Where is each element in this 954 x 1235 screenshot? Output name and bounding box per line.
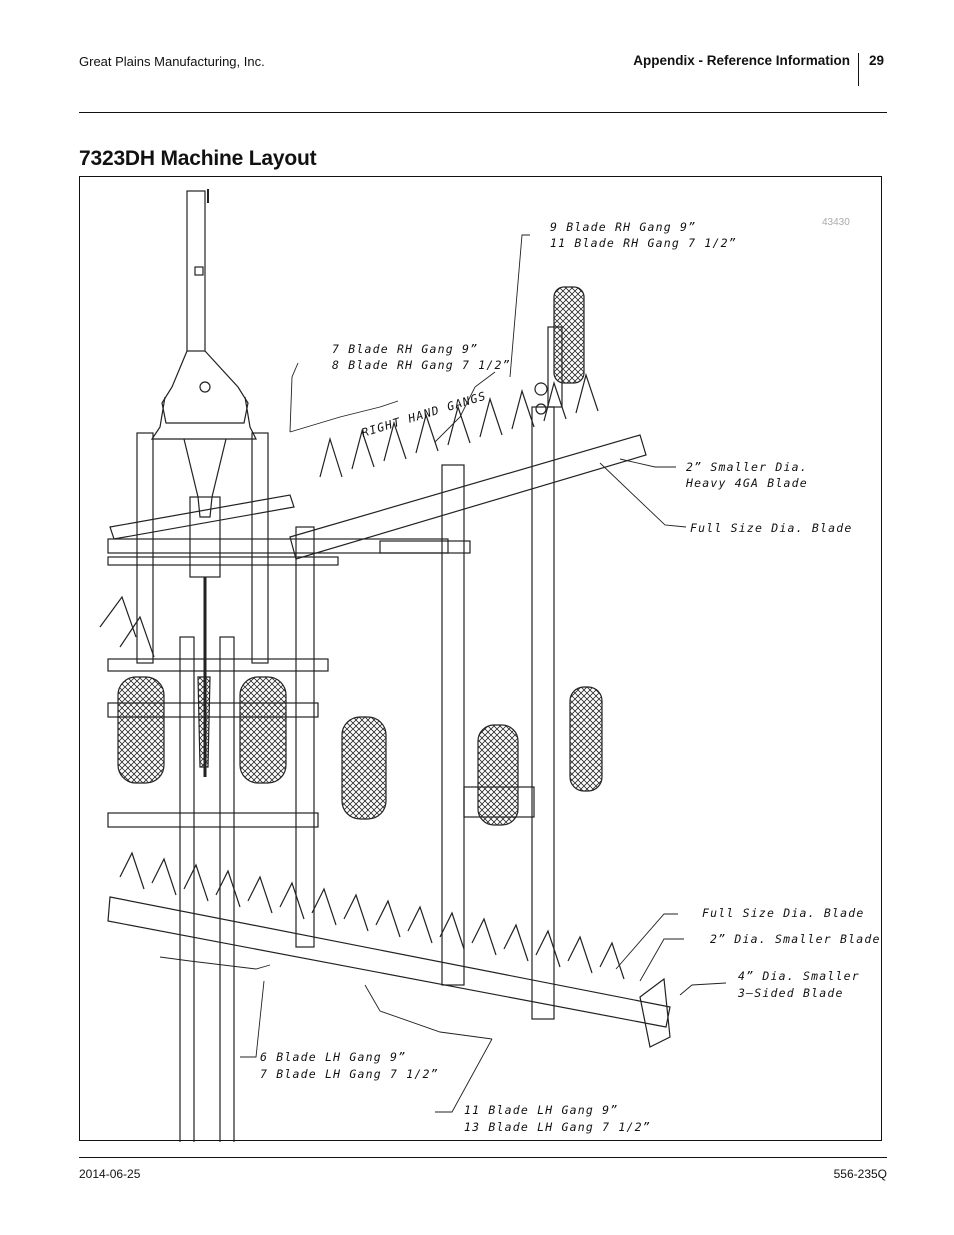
header-company: Great Plains Manufacturing, Inc. [79, 54, 265, 69]
header-rule [79, 112, 887, 113]
callout-lh-full-size: Full Size Dia. Blade [702, 906, 864, 920]
callout-lh-gang-outer-line2: 13 Blade LH Gang 7 1/2” [464, 1120, 651, 1134]
callout-rh-smaller-line1: 2” Smaller Dia. [686, 460, 808, 474]
callout-lh-smaller-4in-line1: 4” Dia. Smaller [738, 969, 860, 983]
callout-lh-gang-inner-line2: 7 Blade LH Gang 7 1/2” [260, 1067, 439, 1081]
right-wing-frame [441, 286, 603, 1020]
figure-number: 43430 [822, 217, 850, 228]
callout-lh-smaller-2in: 2” Dia. Smaller Blade [710, 932, 881, 946]
callout-lh-gang-inner-line1: 6 Blade LH Gang 9” [260, 1050, 406, 1064]
callout-rh-gang-inner-line1: 7 Blade RH Gang 9” [332, 342, 478, 356]
callout-rh-full-size: Full Size Dia. Blade [690, 521, 852, 535]
callout-lh-smaller-4in-line2: 3–Sided Blade [737, 986, 844, 1000]
header-section-title: Appendix - Reference Information [633, 53, 850, 68]
hitch-tongue [150, 189, 257, 518]
page-title: 7323DH Machine Layout [79, 147, 317, 170]
callout-rh-smaller-line2: Heavy 4GA Blade [685, 476, 808, 490]
callout-lh-gang-outer-line1: 11 Blade LH Gang 9” [464, 1103, 618, 1117]
footer-rule [79, 1157, 887, 1158]
callout-rh-gang-inner-line2: 8 Blade RH Gang 7 1/2” [332, 358, 511, 372]
machine-layout-drawing: 43430 RIGHT HAND GANGS 9 Blade RH Gang 9… [99, 189, 881, 1142]
machine-layout-figure: 43430 RIGHT HAND GANGS 9 Blade RH Gang 9… [79, 176, 882, 1142]
callout-rh-gang-outer-line1: 9 Blade RH Gang 9” [550, 220, 696, 234]
right-hand-gangs [99, 372, 647, 658]
callout-leaders [159, 234, 727, 1113]
center-wheels [117, 676, 387, 820]
right-hand-gangs-label: RIGHT HAND GANGS [360, 388, 488, 439]
header-separator [858, 53, 859, 86]
page-number: 29 [869, 53, 885, 68]
footer-date: 2014-06-25 [79, 1167, 141, 1181]
footer-doc-number: 556-235Q [833, 1167, 887, 1181]
left-hand-gangs [107, 851, 671, 1048]
main-crossbars [107, 538, 471, 828]
callout-rh-gang-outer-line2: 11 Blade RH Gang 7 1/2” [550, 236, 737, 250]
